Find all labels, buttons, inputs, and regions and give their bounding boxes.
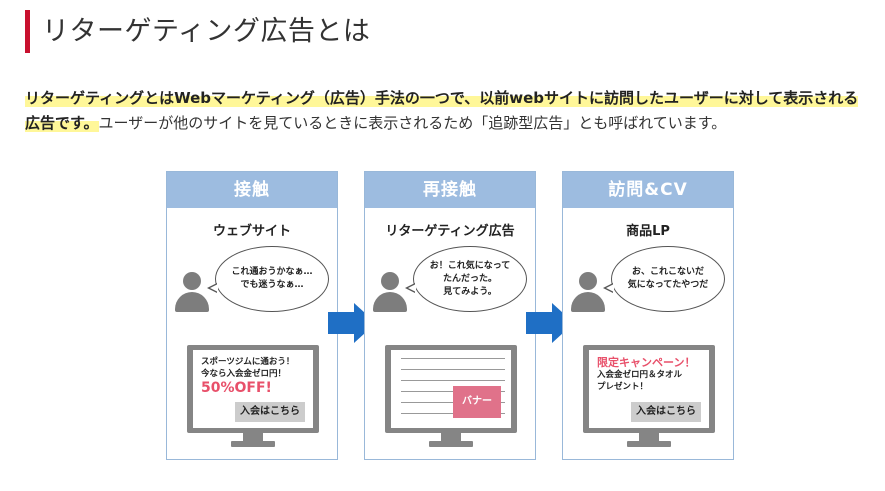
person-icon [373, 272, 407, 312]
ad-copy: スポーツジムに通おう！ 今なら入会金ゼロ円！ [201, 357, 295, 379]
lead-rest: ユーザーが他のサイトを見ているときに表示されるため「追跡型広告」とも呼ばれていま… [98, 114, 727, 132]
monitor-screen: バナー [391, 350, 511, 428]
lead-paragraph: リターゲティングとはWebマーケティング（広告）手法の一つで、以前webサイトに… [25, 86, 870, 136]
person-icon [175, 272, 209, 312]
ad-discount: 50%OFF! [201, 380, 272, 396]
campaign-label: 限定キャンペーン！ [597, 356, 696, 369]
banner-ad[interactable]: バナー [453, 386, 501, 418]
panel-subtitle: ウェブサイト [212, 224, 291, 239]
ad-copy: 入会金ゼロ円＆タオル プレゼント！ [597, 370, 683, 392]
person-icon [571, 272, 605, 312]
join-button[interactable]: 入会はこちら [631, 402, 701, 422]
join-button[interactable]: 入会はこちら [235, 402, 305, 422]
section-heading: リターゲティング広告とは [25, 10, 370, 53]
monitor-stand [639, 433, 659, 443]
monitor-base [627, 441, 671, 447]
speech-bubble: これ通おうかなぁ… でも迷うなぁ… [207, 246, 329, 312]
page-title: リターゲティング広告とは [42, 16, 371, 47]
monitor-icon: バナー [385, 345, 517, 433]
monitor-base [231, 441, 275, 447]
panel-subtitle: 商品LP [626, 224, 670, 239]
monitor-icon: 限定キャンペーン！ 入会金ゼロ円＆タオル プレゼント！ 入会はこちら [583, 345, 715, 433]
panel-title: 接触 [167, 172, 337, 208]
monitor-stand [441, 433, 461, 443]
speech-bubble: お、これこないだ 気になってたやつだ [603, 246, 725, 312]
panel-contact: 接触 ウェブサイト これ通おうかなぁ… でも迷うなぁ… スポーツジムに通おう！ … [166, 171, 338, 460]
monitor-icon: スポーツジムに通おう！ 今なら入会金ゼロ円！ 50%OFF! 入会はこちら [187, 345, 319, 433]
speech-bubble: お！これ気になって たんだった。 見てみよう。 [405, 246, 527, 312]
monitor-screen: 限定キャンペーン！ 入会金ゼロ円＆タオル プレゼント！ 入会はこちら [589, 350, 709, 428]
panel-subtitle: リターゲティング広告 [385, 224, 515, 239]
panel-title: 訪問&CV [563, 172, 733, 208]
monitor-stand [243, 433, 263, 443]
monitor-base [429, 441, 473, 447]
panel-title: 再接触 [365, 172, 535, 208]
panel-recontact: 再接触 リターゲティング広告 お！これ気になって たんだった。 見てみよう。 バ… [364, 171, 536, 460]
monitor-screen: スポーツジムに通おう！ 今なら入会金ゼロ円！ 50%OFF! 入会はこちら [193, 350, 313, 428]
panel-visit-cv: 訪問&CV 商品LP お、これこないだ 気になってたやつだ 限定キャンペーン！ … [562, 171, 734, 460]
